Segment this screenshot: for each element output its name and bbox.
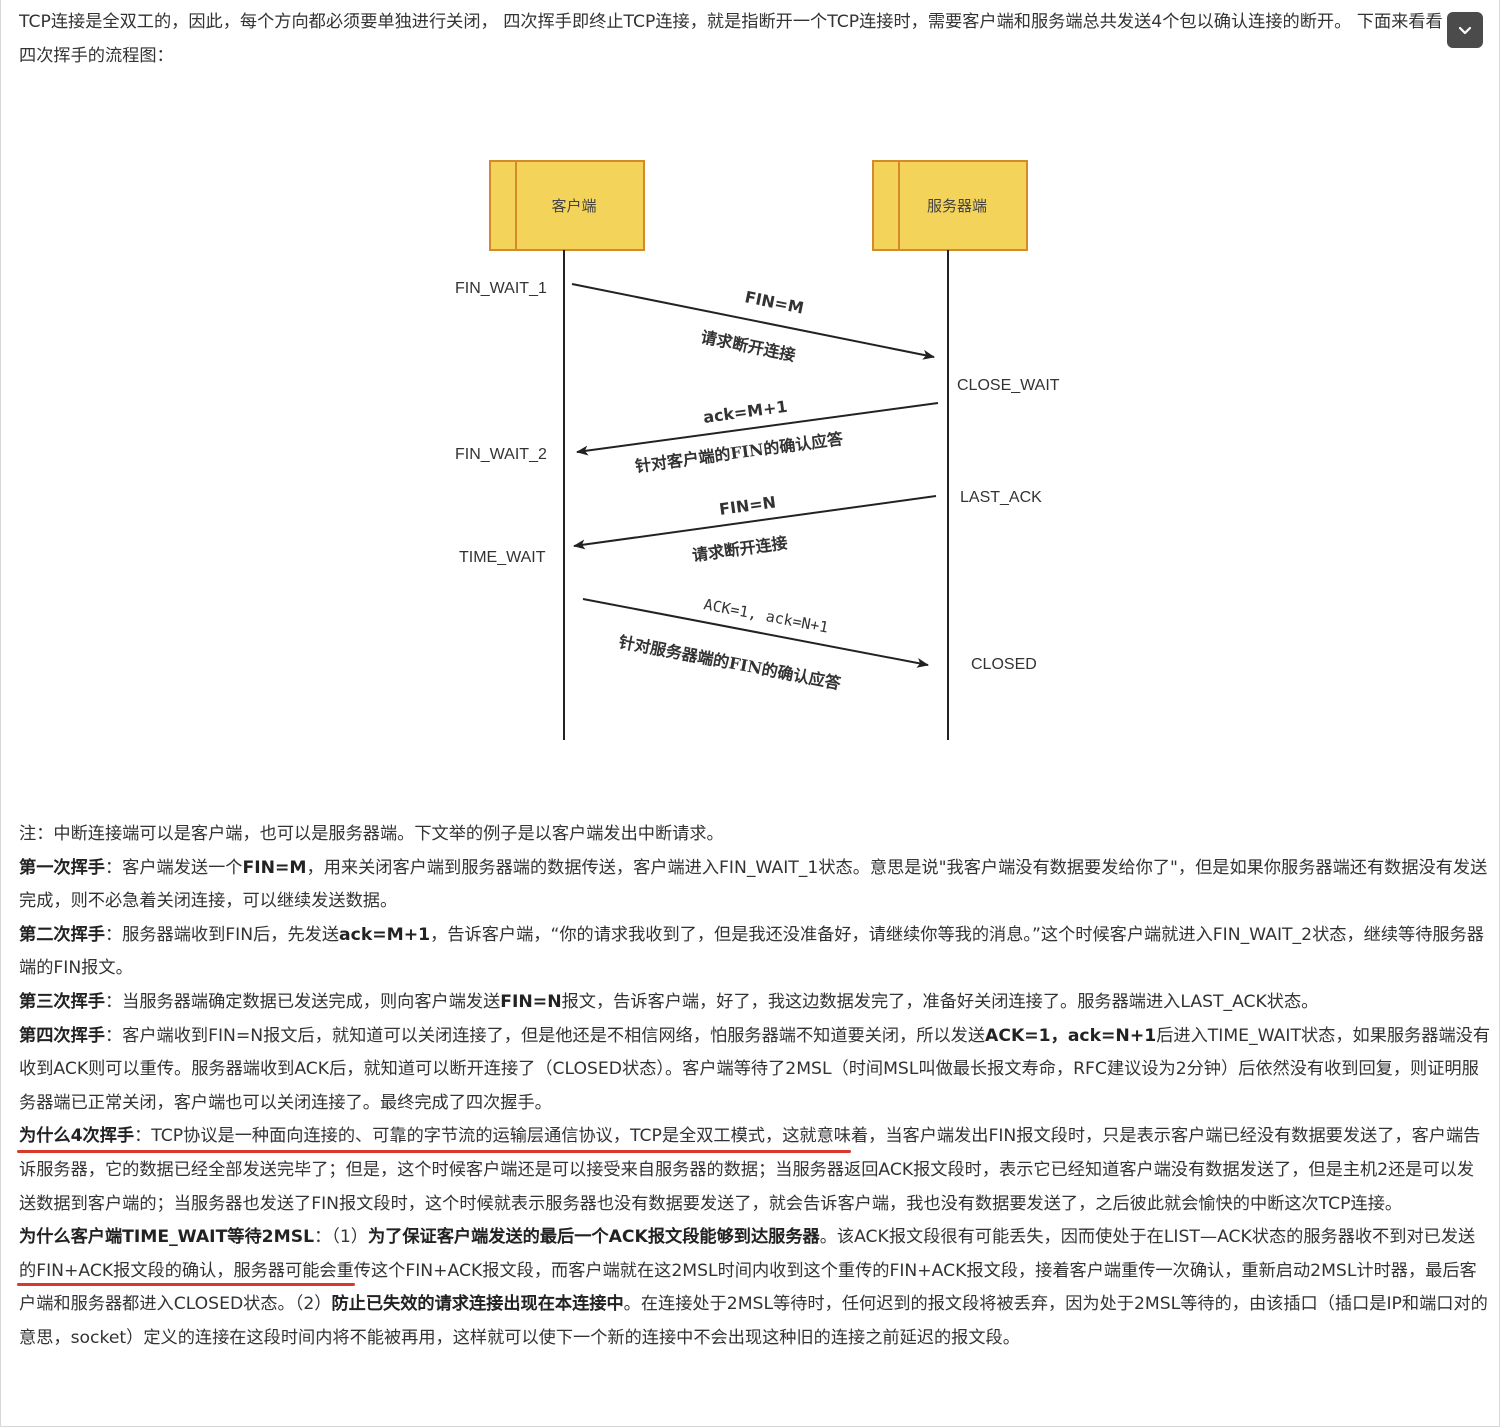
intro-paragraph: TCP连接是全双工的，因此，每个方向都必须要单独进行关闭， 四次挥手即终止TCP… — [19, 12, 1443, 66]
msg-fin-n-sub: 请求断开连接 — [691, 533, 789, 565]
chevron-down-icon — [1458, 26, 1472, 35]
collapse-button[interactable] — [1447, 12, 1483, 48]
state-close-wait: CLOSE_WAIT — [957, 377, 1060, 394]
note-paragraph: 注：中断连接端可以是客户端，也可以是服务器端。下文举的例子是以客户端发出中断请求… — [19, 824, 724, 844]
state-last-ack: LAST_ACK — [960, 489, 1042, 506]
server-label: 服务器端 — [927, 197, 987, 215]
msg-fin-m-sub: 请求断开连接 — [699, 327, 797, 365]
paragraph-third-wave: 第三次挥手：当服务器端确定数据已发送完成，则向客户端发送FIN=N报文，告诉客户… — [19, 991, 1319, 1012]
state-closed: CLOSED — [971, 656, 1037, 673]
paragraph-why-2msl: 为什么客户端TIME_WAIT等待2MSL：（1）为了保证客户端发送的最后一个A… — [19, 1227, 1488, 1348]
client-label: 客户端 — [551, 197, 596, 215]
red-underline-why-four — [17, 1150, 851, 1153]
why-four-title: 为什么4次挥手 — [19, 1126, 135, 1147]
paragraph-why-four: 为什么4次挥手：TCP协议是一种面向连接的、可靠的字节流的运输层通信协议，TCP… — [19, 1126, 1481, 1214]
client-box: 客户端 — [489, 160, 645, 251]
msg-ack-n1: ACK=1, ack=N+1 — [702, 595, 830, 636]
red-underline-why-2msl — [17, 1283, 355, 1286]
server-box: 服务器端 — [872, 160, 1028, 251]
paragraph-second-wave: 第二次挥手：服务器端收到FIN后，先发送ack=M+1，告诉客户端，“你的请求我… — [19, 924, 1484, 979]
msg-ack-m1-sub: 针对客户端的FIN的确认应答 — [634, 429, 845, 476]
state-time-wait: TIME_WAIT — [459, 549, 546, 566]
msg-ack-m1: ack=M+1 — [702, 397, 789, 427]
msg-fin-m: FIN=M — [743, 287, 805, 317]
second-wave-title: 第二次挥手 — [19, 924, 105, 945]
state-fin-wait-2: FIN_WAIT_2 — [455, 446, 547, 463]
third-wave-title: 第三次挥手 — [19, 991, 105, 1012]
first-wave-title: 第一次挥手 — [19, 857, 105, 878]
msg-fin-n: FIN=N — [718, 492, 777, 519]
arrow-ack-n1 — [582, 598, 929, 668]
article-body: 注：中断连接端可以是客户端，也可以是服务器端。下文举的例子是以客户端发出中断请求… — [19, 818, 1491, 1356]
paragraph-fourth-wave: 第四次挥手：客户端收到FIN=N报文后，就知道可以关闭连接了，但是他还是不相信网… — [19, 1025, 1491, 1113]
arrow-fin-m — [571, 283, 935, 360]
fourth-wave-title: 第四次挥手 — [19, 1025, 105, 1046]
paragraph-first-wave: 第一次挥手：客户端发送一个FIN=M，用来关闭客户端到服务器端的数据传送，客户端… — [19, 857, 1488, 912]
four-way-handshake-diagram: 客户端 服务器端 FIN_WAIT_1 FIN_WAIT_2 TIME_WAIT… — [455, 160, 1060, 740]
why-2msl-title: 为什么客户端TIME_WAIT等待2MSL — [19, 1227, 315, 1248]
arrow-fin-n — [573, 495, 937, 550]
state-fin-wait-1: FIN_WAIT_1 — [455, 280, 547, 297]
arrow-ack-m1 — [576, 402, 939, 456]
